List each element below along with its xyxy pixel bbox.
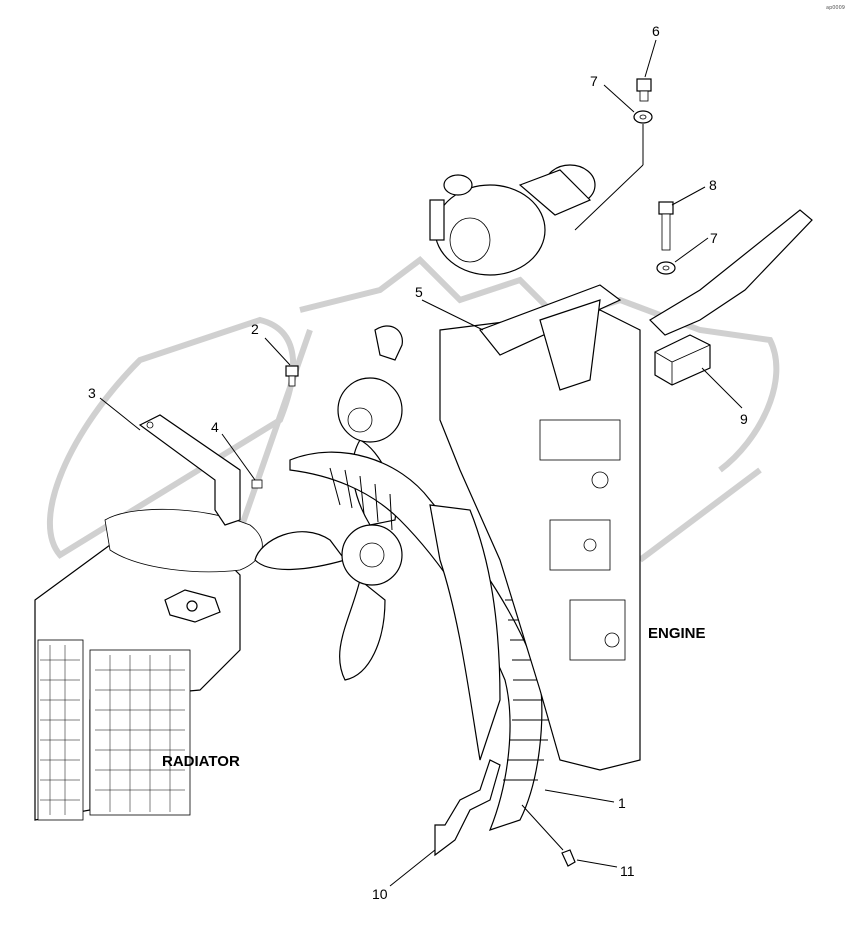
callout-10: 10 <box>372 886 388 902</box>
callout-6: 6 <box>652 23 660 39</box>
callout-8: 8 <box>709 177 717 193</box>
radiator-assembly <box>34 544 241 821</box>
bracket-5 <box>479 284 622 391</box>
bracket-3 <box>138 414 241 526</box>
bolt-11 <box>561 849 576 867</box>
callout-7-top: 7 <box>590 73 598 89</box>
engine-label: ENGINE <box>648 625 706 642</box>
radiator-label: RADIATOR <box>162 753 240 770</box>
engine-block <box>439 309 641 771</box>
callout-4: 4 <box>211 419 219 435</box>
callout-2: 2 <box>251 321 259 337</box>
bolt-4 <box>251 479 263 489</box>
alternator <box>337 325 403 443</box>
bolt-6 <box>636 78 652 102</box>
callout-1: 1 <box>618 795 626 811</box>
callout-11: 11 <box>620 863 635 879</box>
callout-7-right: 7 <box>710 230 718 246</box>
block-9 <box>654 334 711 386</box>
leader-lines <box>99 39 743 887</box>
washer-7-top <box>633 110 653 124</box>
callout-3: 3 <box>88 385 96 401</box>
bracket-10 <box>434 759 501 857</box>
bolt-8 <box>658 201 674 251</box>
turbocharger <box>429 164 596 276</box>
corner-mark: ap0009 <box>826 5 845 11</box>
support-arm <box>649 209 813 336</box>
callout-9: 9 <box>740 411 748 427</box>
washer-7-right <box>656 261 676 275</box>
callout-5: 5 <box>415 284 423 300</box>
bolt-2 <box>285 365 299 387</box>
